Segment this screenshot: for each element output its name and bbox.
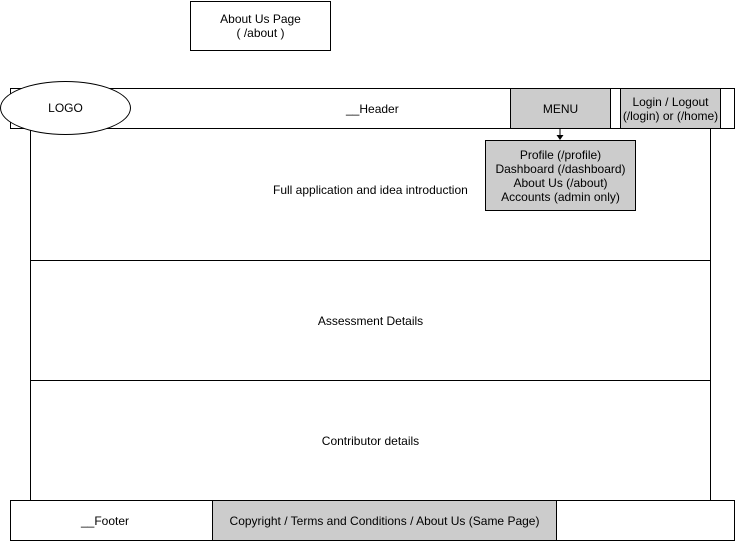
footer-links-label: Copyright / Terms and Conditions / About… bbox=[229, 513, 540, 528]
login-logout-routes: (/login) or (/home) bbox=[622, 108, 719, 123]
footer-label: __Footer bbox=[81, 514, 130, 528]
menu-label: MENU bbox=[542, 101, 579, 116]
assessment-label: Assessment Details bbox=[317, 313, 424, 328]
page-title: About Us Page bbox=[220, 12, 301, 26]
menu-arrow bbox=[556, 128, 564, 140]
menu-button[interactable]: MENU bbox=[510, 88, 611, 129]
menu-item-about[interactable]: About Us (/about) bbox=[513, 175, 608, 190]
logo-text: LOGO bbox=[48, 101, 83, 115]
menu-item-profile[interactable]: Profile (/profile) bbox=[519, 147, 602, 162]
page-route: ( /about ) bbox=[236, 26, 285, 40]
footer-links[interactable]: Copyright / Terms and Conditions / About… bbox=[212, 500, 557, 541]
intro-label: Full application and idea introduction bbox=[273, 183, 468, 197]
login-logout-label: Login / Logout bbox=[632, 94, 709, 109]
menu-dropdown: Profile (/profile) Dashboard (/dashboard… bbox=[485, 140, 636, 211]
login-logout-button[interactable]: Login / Logout (/login) or (/home) bbox=[620, 88, 721, 129]
contributor-label: Contributor details bbox=[321, 433, 420, 448]
menu-item-accounts[interactable]: Accounts (admin only) bbox=[501, 189, 620, 204]
assessment-section: Assessment Details bbox=[30, 260, 711, 381]
contributor-section: Contributor details bbox=[30, 380, 711, 501]
menu-item-dashboard[interactable]: Dashboard (/dashboard) bbox=[495, 161, 626, 176]
header-label: __Header bbox=[346, 102, 399, 116]
page-title-box: About Us Page ( /about ) bbox=[190, 1, 331, 51]
logo[interactable]: LOGO bbox=[0, 81, 131, 135]
